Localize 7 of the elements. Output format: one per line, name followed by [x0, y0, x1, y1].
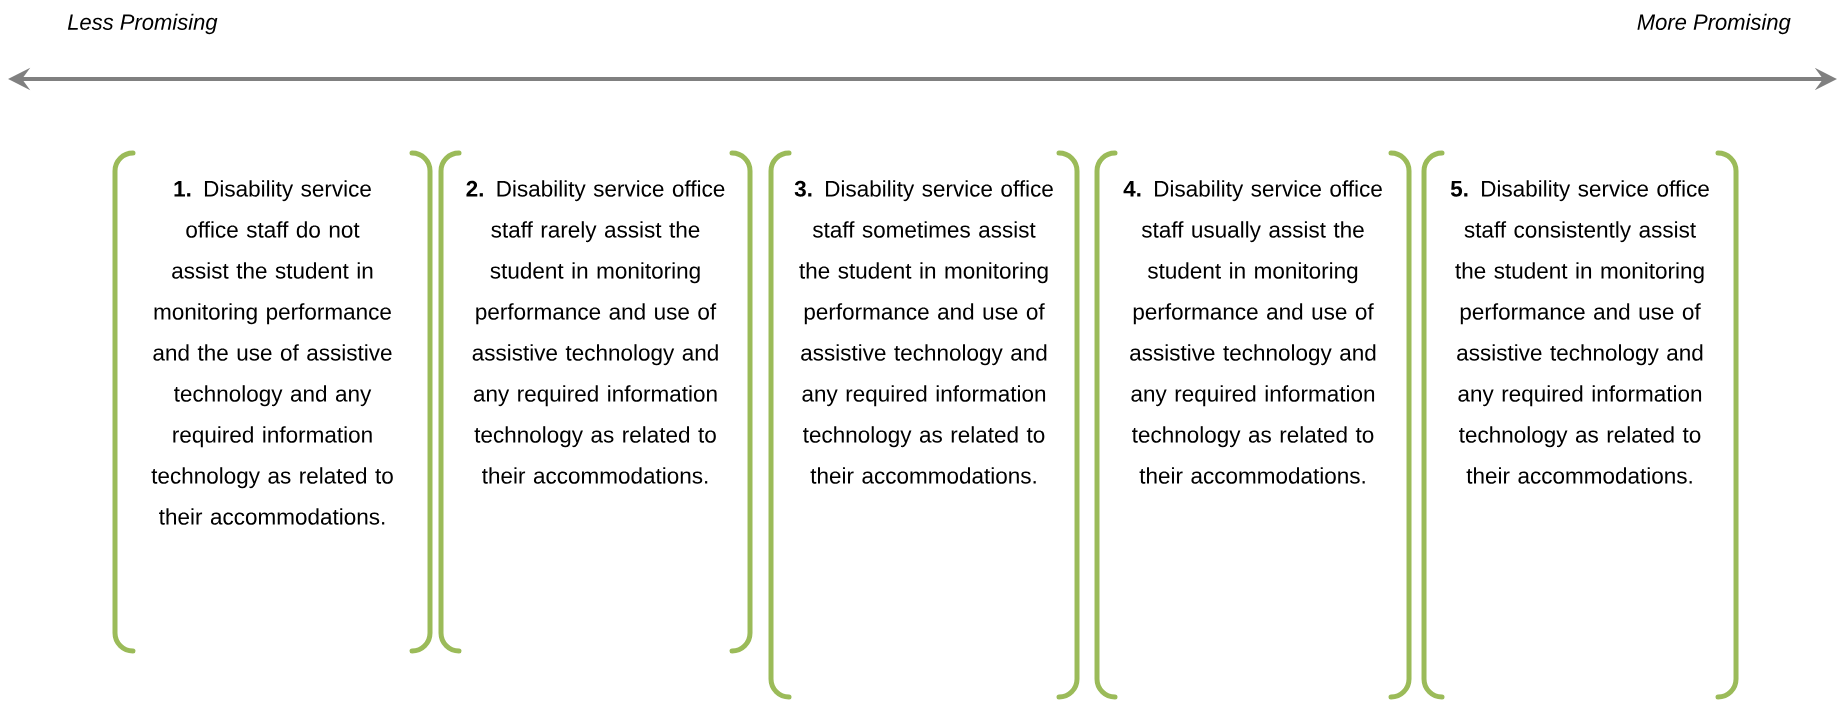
- bracket-box: 3. Disability service office staff sometimes assist the student in monitoring performance and use of assistive technology and any required information technology as related to their accommodations.: [768, 150, 1080, 700]
- bracket-box: 1. Disability service office staff do not assist the student in monitoring performance and the use of assistive technology and any required information technology as related to their accommodations.: [112, 150, 433, 654]
- bracket-box: 2. Disability service office staff rarely assist the student in monitoring performance and use of assistive technology and any required information technology as related to their accommodations.: [438, 150, 753, 654]
- bracket-box: 5. Disability service office staff consistently assist the student in monitoring performance and use of assistive technology and any required information technology as related to their accommodations.: [1421, 150, 1739, 700]
- bracket-box: 4. Disability service office staff usually assist the student in monitoring performance and use of assistive technology and any required information technology as related to their accommodations.: [1094, 150, 1412, 700]
- scale-label: Less Promising: [67, 13, 218, 35]
- scale-label: More Promising: [1637, 13, 1791, 35]
